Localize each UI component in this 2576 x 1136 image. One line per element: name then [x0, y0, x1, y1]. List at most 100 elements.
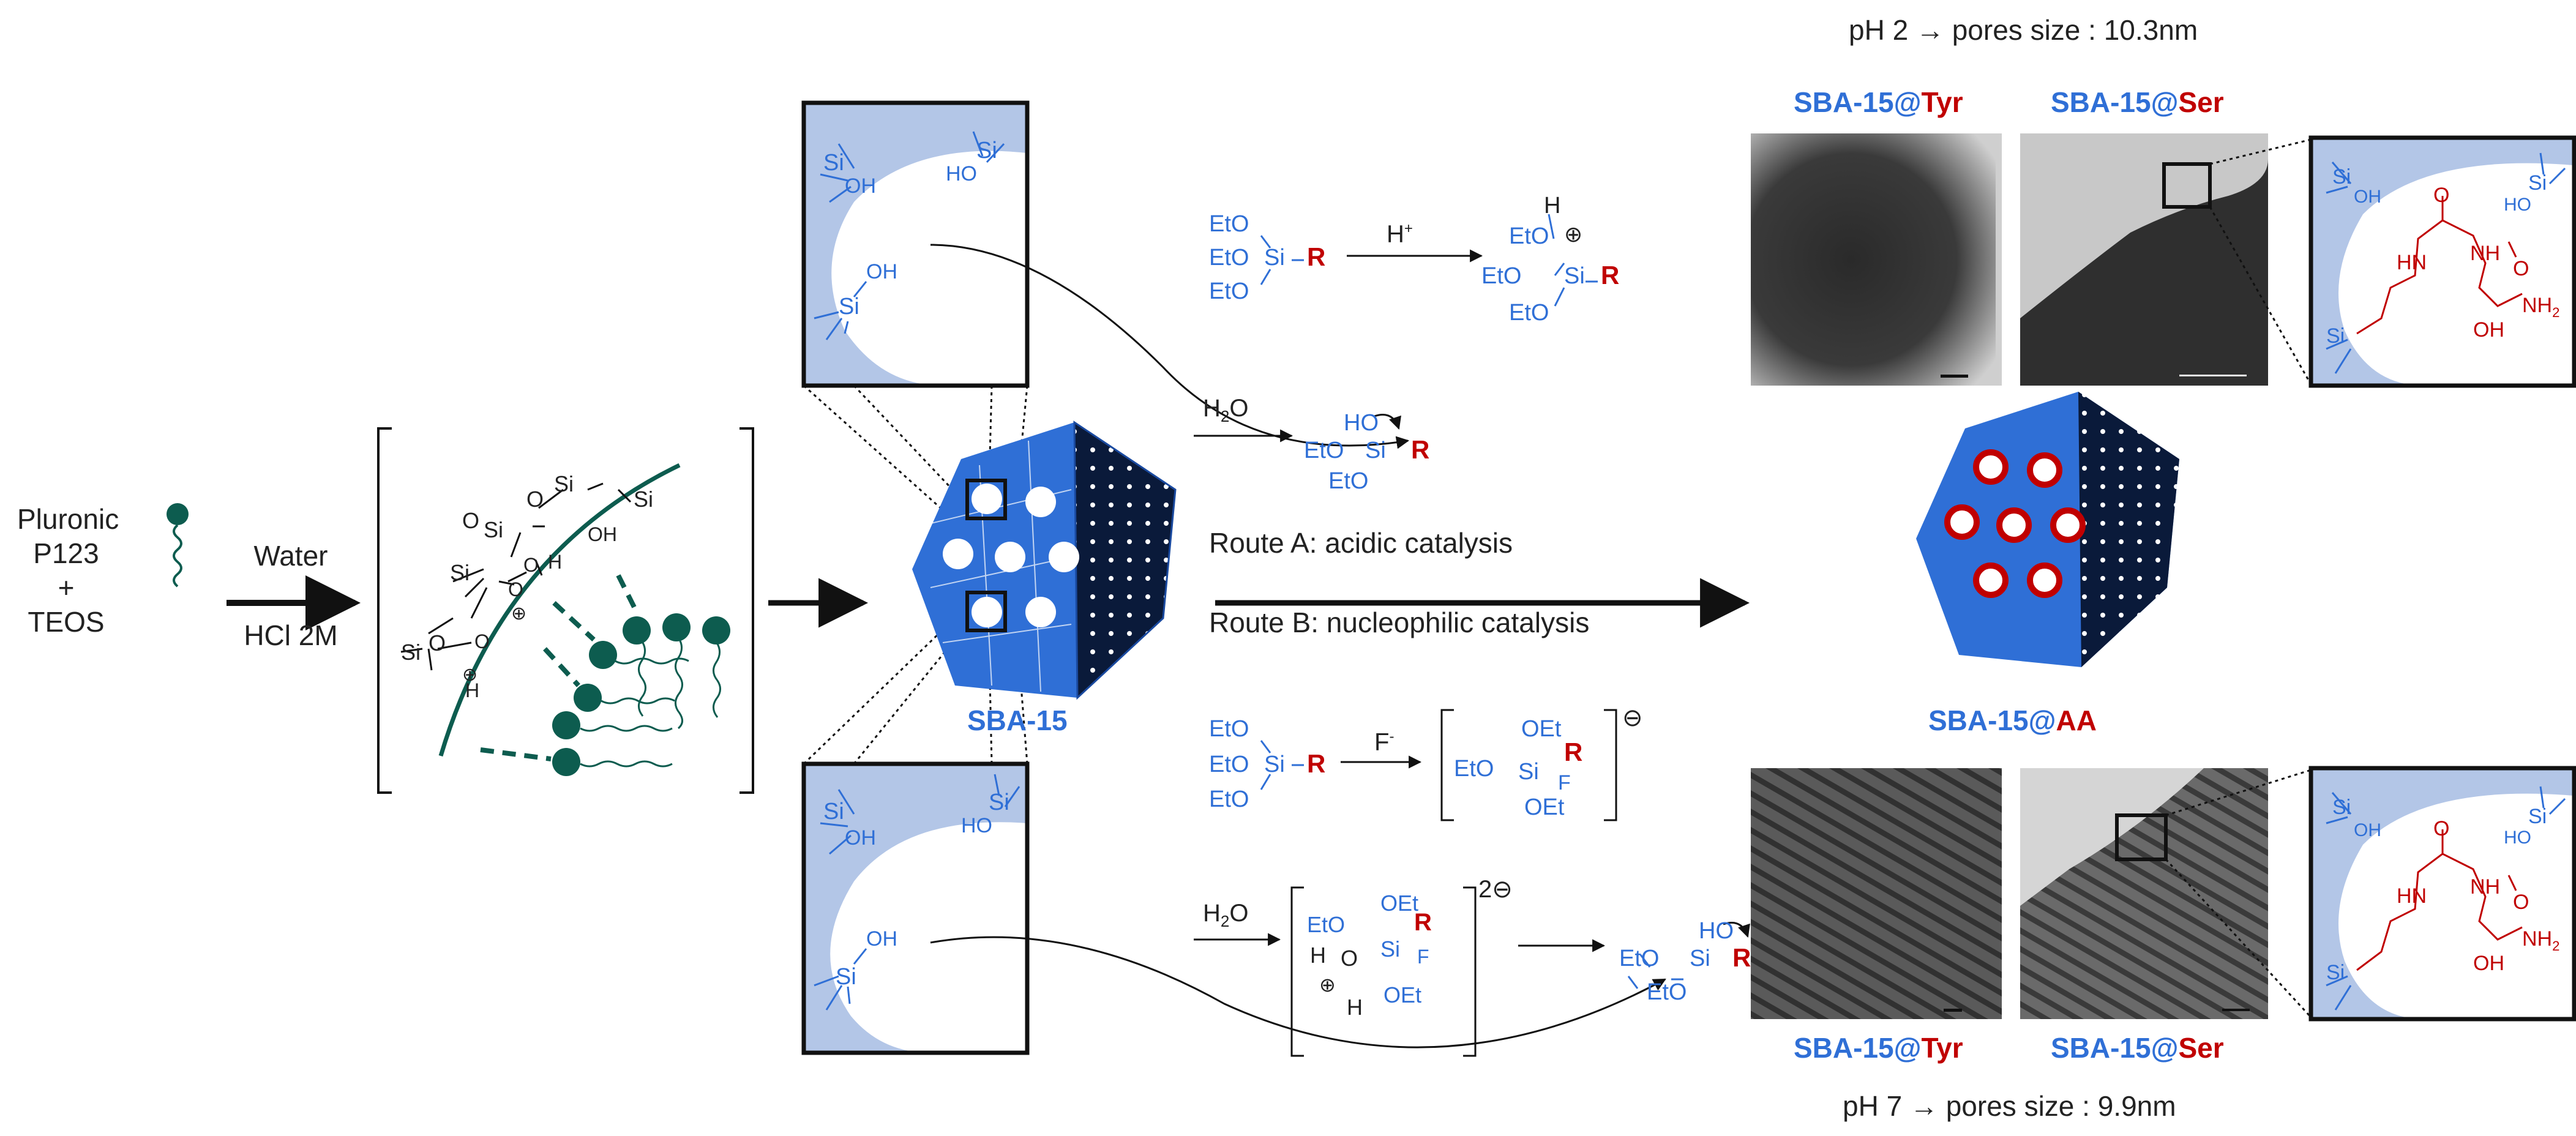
route-a-label: Route A: acidic catalysis [1209, 527, 1513, 559]
h-label: H [1544, 193, 1561, 219]
h2o-label: H2O [1203, 900, 1249, 930]
inset-top [2308, 135, 2576, 388]
si-label: Si [634, 487, 654, 512]
eto-label: EtO [1454, 756, 1494, 782]
f-label: F [1558, 771, 1571, 794]
ho-label: HO [946, 162, 977, 185]
label-sba15-aa: SBA-15@AA [1928, 704, 2097, 736]
ph2-caption: pH 2 → pores size : 10.3nm [1849, 14, 2198, 46]
hbond-dashes [480, 574, 639, 761]
nh-label: NH [2470, 875, 2501, 899]
charge-2minus: 2⊖ [1478, 876, 1513, 903]
si-label: Si [2332, 165, 2351, 189]
o-label: O [1341, 946, 1358, 971]
ho-label: HO [2504, 828, 2531, 848]
o-label: O [2433, 817, 2450, 840]
si-label: Si [484, 517, 504, 542]
push-arrow-bottom [1723, 922, 1750, 938]
r-group: R [1732, 943, 1751, 972]
si-label: Si [1564, 263, 1585, 289]
eto-label: EtO [1209, 752, 1249, 777]
condition-hcl: HCl 2M [244, 619, 338, 651]
eto-label: EtO [1307, 912, 1346, 937]
si-label: Si [2528, 171, 2547, 195]
si-label: Si [554, 471, 574, 496]
oet-label: OEt [1380, 891, 1419, 916]
push-arrow-top [1374, 414, 1401, 430]
silica-wall-curve [438, 463, 681, 757]
eto-label: EtO [1209, 245, 1249, 271]
plus-label: ⊕ [1564, 222, 1583, 247]
hn-label: HN [2397, 884, 2427, 908]
si-label: Si [1690, 946, 1710, 971]
si-label: Si [2326, 324, 2345, 348]
o-label: O [526, 487, 544, 512]
h-label: H [1310, 943, 1326, 968]
oh-label: OH [2354, 187, 2381, 207]
o-label: O [2433, 184, 2450, 207]
eto-label: EtO [1619, 946, 1660, 971]
charge-minus: ⊖ [1622, 704, 1643, 731]
linker-bottom [2356, 829, 2523, 971]
r-group: R [1307, 749, 1326, 778]
silanol-bonds-bottom [814, 774, 1020, 1011]
r-group: R [1307, 242, 1326, 271]
nh-label: NH [2470, 242, 2501, 265]
si-label: Si [2528, 805, 2547, 828]
bracket-complex-2 [1290, 886, 1477, 1057]
f-label: F [1417, 946, 1429, 968]
sba15-label: SBA-15 [967, 704, 1068, 736]
o-label: O [523, 554, 539, 576]
label-ser-ph2: SBA-15@Ser [2051, 86, 2224, 118]
hplus-label: H+ [1387, 220, 1413, 248]
r-group: R [1414, 909, 1432, 936]
h-label: H [548, 551, 563, 573]
oh-label: OH [845, 174, 876, 198]
si-label: Si [1365, 438, 1386, 463]
silanol-bonds-top [814, 131, 1005, 340]
r-group: R [1564, 738, 1583, 766]
pore-panel-top [801, 100, 1030, 388]
bracket-right [739, 427, 754, 794]
oh-label: OH [866, 260, 897, 283]
oh-label: OH [866, 927, 897, 951]
surfactant-icon [167, 503, 189, 588]
oh-label: OH [588, 523, 617, 545]
eto-label: EtO [1304, 438, 1344, 463]
inset-bottom [2308, 766, 2576, 1022]
oet-label: OEt [1524, 794, 1565, 820]
linker-top [2356, 196, 2523, 335]
plus-label: ⊕ [462, 665, 478, 685]
oh-label: OH [2473, 952, 2504, 975]
pore-panel-bottom [801, 761, 1030, 1055]
silica-network [400, 482, 632, 671]
si-label: Si [1518, 759, 1539, 785]
si-label: Si [823, 799, 844, 824]
label-ser-ph7: SBA-15@Ser [2051, 1032, 2224, 1064]
si-label: Si [1380, 936, 1401, 962]
bracket-complex-1 [1440, 709, 1617, 821]
bracket-left [377, 427, 392, 794]
plus-label: ⊕ [511, 604, 527, 624]
oh-label: OH [845, 826, 876, 850]
si-label: Si [450, 560, 470, 585]
si-label: Si [823, 150, 844, 176]
oet-label: OEt [1383, 982, 1422, 1007]
curve-arrow-bottom [930, 936, 1666, 1048]
tem-tyr-ph7 [1751, 768, 2002, 1019]
sba15-aa-particle [1916, 392, 2179, 667]
eto-label: EtO [1509, 300, 1549, 326]
oh-label: OH [2354, 820, 2381, 840]
h-label: H [1347, 995, 1363, 1020]
eto-label: EtO [1328, 468, 1369, 494]
o-label: O [474, 630, 490, 652]
tem-ser-ph7 [2020, 768, 2268, 1019]
sba15-particle [912, 420, 1177, 700]
nh2-label: NH2 [2522, 927, 2560, 954]
tem-ser-ph2 [2020, 133, 2268, 386]
si-label: Si [2332, 796, 2351, 819]
micelles [552, 613, 730, 776]
si-label: Si [989, 790, 1009, 815]
nh2-label: NH2 [2522, 294, 2560, 320]
eto-label: EtO [1481, 263, 1522, 289]
